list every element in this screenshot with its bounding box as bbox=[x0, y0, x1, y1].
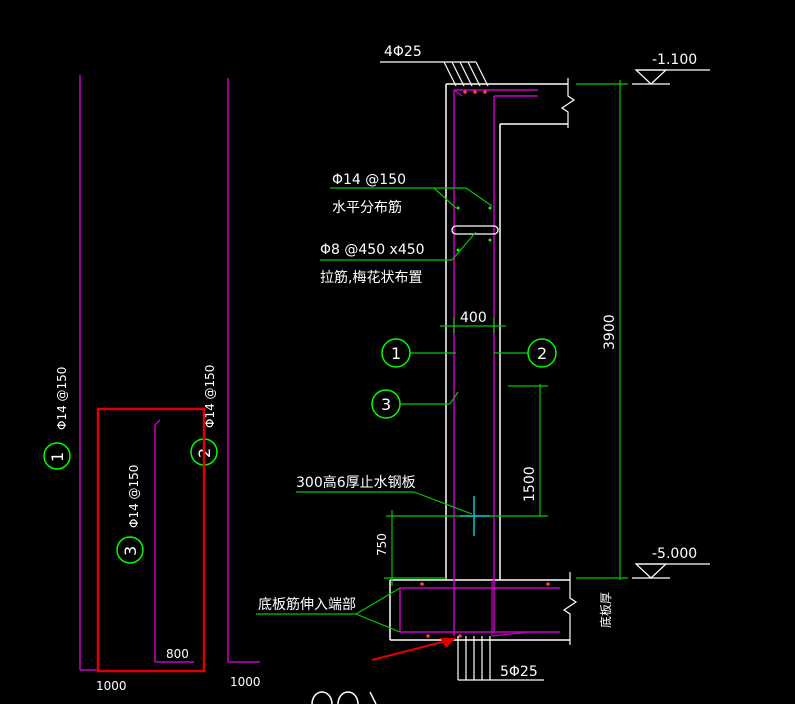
leader-tie-bar-diag bbox=[451, 231, 477, 261]
tick bbox=[451, 61, 465, 87]
triangle-level-icon bbox=[634, 563, 668, 579]
marker-3-text: 3 bbox=[381, 395, 391, 414]
wall-section: 4Φ25 5Φ25 bbox=[380, 44, 578, 681]
tick bbox=[443, 61, 457, 87]
horizontal-bar-name: 水平分布筋 bbox=[332, 199, 402, 216]
tick bbox=[467, 61, 481, 87]
rebar-dot bbox=[458, 634, 462, 638]
bar-3-callout-icon bbox=[116, 536, 144, 564]
waterstop-plate bbox=[460, 496, 490, 536]
partial-glyph bbox=[337, 691, 359, 704]
leader-slab-note-a bbox=[355, 587, 401, 615]
bar-1-callout-icon bbox=[43, 442, 71, 470]
rebar-dot bbox=[483, 90, 487, 94]
marker-1-text: 1 bbox=[391, 344, 401, 363]
partial-glyph bbox=[369, 691, 377, 704]
tie-dot bbox=[456, 206, 460, 210]
partial-title-glyphs bbox=[311, 691, 377, 704]
slab-name: 底板厚 bbox=[598, 592, 613, 628]
level-top-text: -1.100 bbox=[652, 52, 697, 68]
rebar-dot bbox=[473, 90, 477, 94]
dim-1500-text: 1500 bbox=[522, 466, 538, 502]
callout-markers: 1 2 3 bbox=[371, 338, 557, 419]
dim-750-text: 750 bbox=[375, 533, 389, 556]
marker-2-icon bbox=[527, 338, 557, 368]
tick bbox=[459, 61, 473, 87]
level-bottom: -5.000 bbox=[632, 546, 710, 579]
waterstop-label: 300高6厚止水钢板 bbox=[296, 474, 416, 491]
slab-bar-note: 底板筋伸入端部 bbox=[258, 596, 356, 613]
bar-1-spec: Φ14 @150 bbox=[55, 367, 69, 430]
bottom-bars-ticks bbox=[457, 636, 544, 681]
tick bbox=[475, 61, 489, 87]
tie-dot bbox=[488, 238, 492, 242]
dim-800: 800 bbox=[166, 647, 189, 661]
leader-horizontal-bar-diag bbox=[465, 187, 493, 207]
rebar-dot bbox=[546, 582, 550, 586]
dim-1000-right: 1000 bbox=[230, 675, 261, 689]
level-bottom-text: -5.000 bbox=[652, 546, 697, 562]
slab-rebar-inner-h bbox=[491, 631, 531, 637]
bar-3-callout-text: 3 bbox=[121, 546, 140, 556]
leader-waterstop-diag bbox=[413, 491, 473, 515]
leader-slab-note-b bbox=[355, 613, 401, 633]
red-arrow-shaft bbox=[371, 639, 451, 661]
horizontal-bar-spec: Φ14 @150 bbox=[332, 172, 406, 188]
marker-1-icon bbox=[381, 338, 411, 368]
bar-detail-right: Φ14 @150 2 1000 bbox=[190, 78, 261, 689]
tie-dot bbox=[456, 248, 460, 252]
tie-bar-spec: Φ8 @450 x450 bbox=[320, 242, 425, 258]
leader-horizontal-bar-diag2 bbox=[433, 187, 457, 209]
tie-dots bbox=[456, 206, 492, 252]
top-bars-ticks bbox=[380, 61, 489, 87]
rebar-dot bbox=[463, 90, 467, 94]
red-arrow-icon bbox=[371, 638, 456, 661]
marker-2-text: 2 bbox=[537, 344, 547, 363]
dim-1000-left: 1000 bbox=[96, 679, 127, 693]
selection-box-bar-3[interactable]: Φ14 @150 3 800 bbox=[96, 407, 206, 673]
marker-3-icon bbox=[371, 389, 401, 419]
leader-marker-3-diag bbox=[449, 391, 459, 405]
partial-glyph bbox=[311, 691, 333, 704]
break-line-bottom bbox=[562, 572, 578, 645]
bar-1-callout-text: 1 bbox=[48, 452, 67, 462]
bar-detail-left: Φ14 @150 1 1000 bbox=[43, 75, 127, 693]
annotations bbox=[256, 80, 628, 633]
rebar-dot bbox=[420, 582, 424, 586]
wall-height-dim: 3900 bbox=[602, 314, 618, 350]
tie-bar-name: 拉筋,梅花状布置 bbox=[320, 269, 422, 286]
rebar-dots bbox=[420, 90, 550, 638]
break-line-top bbox=[560, 78, 576, 128]
bottom-bars-label: 5Φ25 bbox=[500, 664, 538, 680]
tie-dot bbox=[488, 206, 492, 210]
bar-3-hook bbox=[154, 419, 161, 426]
red-arrow-head bbox=[440, 638, 456, 648]
rebar-left-hook bbox=[453, 89, 463, 97]
bar-3-spec: Φ14 @150 bbox=[127, 465, 141, 528]
bar-2-spec: Φ14 @150 bbox=[203, 365, 217, 428]
rebar-dot bbox=[426, 634, 430, 638]
selection-rect[interactable] bbox=[96, 407, 206, 673]
level-top: -1.100 bbox=[632, 52, 710, 85]
top-bars-label: 4Φ25 bbox=[384, 44, 422, 60]
triangle-level-icon bbox=[634, 69, 668, 85]
wall-thickness-dim: 400 bbox=[460, 310, 487, 326]
